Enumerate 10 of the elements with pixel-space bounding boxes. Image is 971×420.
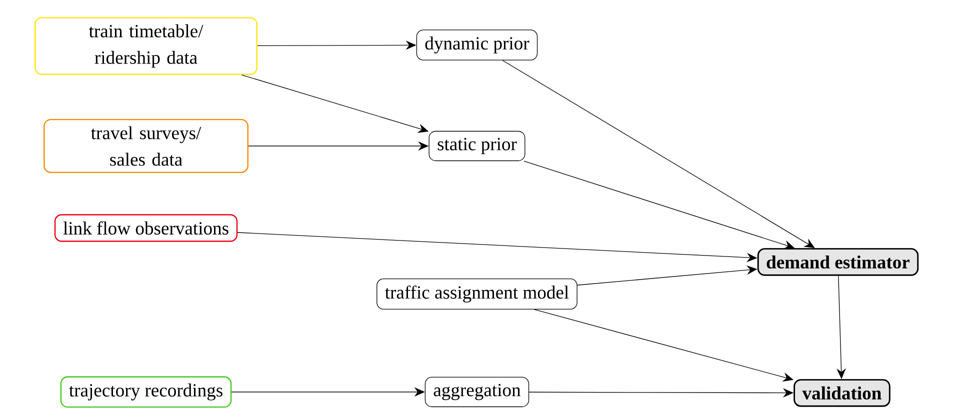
result-box: demand estimator: [757, 248, 919, 276]
process-box: static prior: [428, 130, 526, 162]
data-source-box: trajectory recordings: [60, 376, 232, 408]
data-source-box: link flow observations: [54, 214, 238, 242]
data-source-box: train timetable/ ridership data: [34, 17, 258, 75]
result-box: validation: [794, 379, 890, 407]
data-source-box: travel surveys/ sales data: [44, 118, 248, 174]
process-box: traffic assignment model: [376, 278, 578, 310]
process-box: dynamic prior: [416, 30, 538, 60]
process-box: aggregation: [424, 376, 530, 408]
